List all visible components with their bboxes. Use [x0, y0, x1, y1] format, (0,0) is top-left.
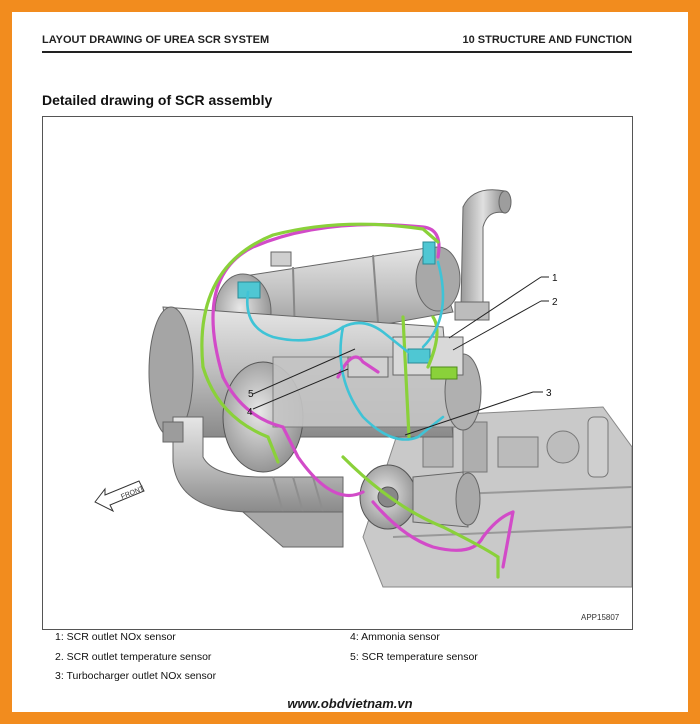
callout-3: 3 — [546, 388, 552, 399]
header-right-title: 10 STRUCTURE AND FUNCTION — [462, 34, 633, 46]
exhaust-pipe-lower — [162, 416, 344, 548]
callout-5: 5 — [248, 389, 254, 400]
turbocharger — [359, 464, 481, 530]
legend-item-1: 1: SCR outlet NOx sensor — [55, 631, 176, 643]
page-header: LAYOUT DRAWING OF UREA SCR SYSTEM 10 STR… — [42, 34, 632, 52]
header-rule — [42, 51, 632, 53]
figure-code: APP15807 — [581, 613, 620, 622]
wiring-cyan — [245, 260, 445, 441]
website-footer: www.obdvietnam.vn — [0, 696, 700, 715]
engine-block — [362, 406, 632, 588]
front-arrow: FRONT — [94, 480, 146, 513]
header-left-title: LAYOUT DRAWING OF UREA SCR SYSTEM — [42, 34, 270, 46]
scr-assembly-drawing: FRONT 1 2 3 4 5 APP15807 — [94, 189, 632, 622]
wiring-green — [200, 222, 500, 579]
section-title: Detailed drawing of SCR assembly — [42, 92, 273, 108]
legend-item-3: 3: Turbocharger outlet NOx sensor — [55, 670, 217, 682]
callout-1: 1 — [552, 273, 558, 284]
callout-leaders — [252, 276, 549, 436]
scr-cylinder — [148, 306, 482, 473]
callout-4: 4 — [247, 407, 253, 418]
website-link[interactable]: www.obdvietnam.vn — [287, 696, 413, 711]
legend-item-5: 5: SCR temperature sensor — [350, 651, 478, 663]
scr-assembly-figure: FRONT 1 2 3 4 5 APP15807 — [42, 116, 633, 630]
legend-item-4: 4: Ammonia sensor — [350, 631, 440, 643]
legend-item-2: 2. SCR outlet temperature sensor — [55, 651, 212, 663]
exhaust-elbow — [454, 189, 512, 321]
callout-2: 2 — [552, 297, 558, 308]
